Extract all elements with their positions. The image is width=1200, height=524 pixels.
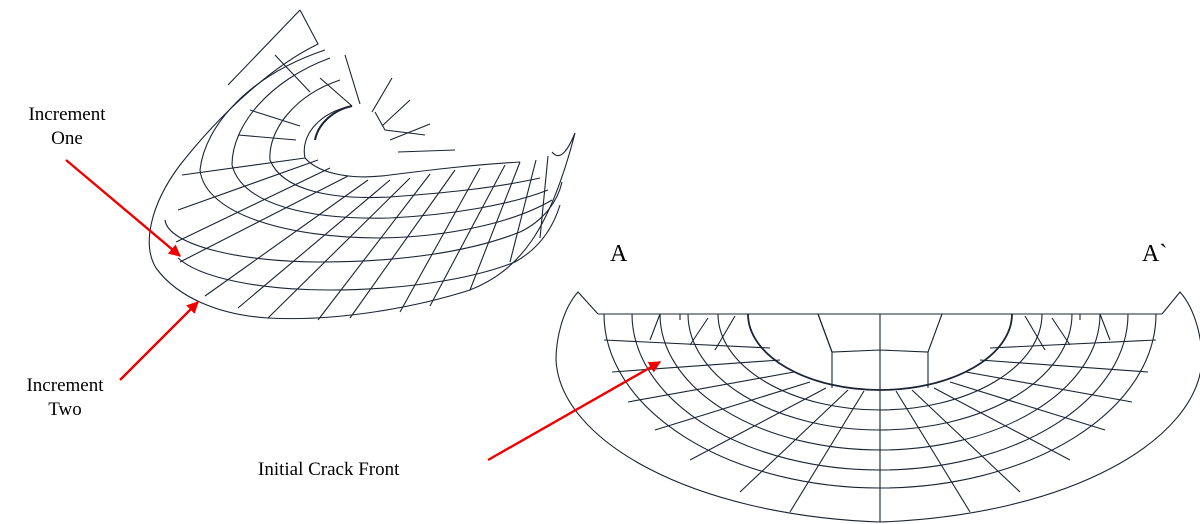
label-increment-one-line2: One: [51, 128, 83, 149]
perspective-top-edge: [227, 9, 301, 86]
planar-radials: [603, 313, 1157, 513]
label-increment-two-line1: Increment: [26, 375, 104, 396]
label-increment-one-line1: Increment: [28, 104, 106, 125]
planar-outer-boundary: [555, 359, 1200, 523]
perspective-ring-6: [177, 204, 561, 291]
planar-right-tab: [1161, 291, 1200, 343]
label-increment-one: Increment One: [8, 103, 126, 151]
label-section-end: A`: [1142, 241, 1168, 267]
perspective-ring-3: [231, 57, 549, 219]
perspective-outer-boundary: [148, 9, 576, 320]
pointer-arrows: [65, 159, 662, 462]
label-initial-crack-front: Initial Crack Front: [258, 459, 400, 480]
perspective-ring-5: [164, 181, 563, 263]
perspective-radials: [175, 54, 549, 321]
perspective-mesh: [148, 9, 576, 321]
arrow-increment-one: [65, 159, 181, 257]
perspective-ring-1: [303, 105, 521, 178]
arrow-initial-crack-front: [487, 360, 662, 462]
perspective-notch: [374, 111, 426, 136]
planar-radials-upper: [649, 313, 1111, 351]
label-increment-two: Increment Two: [6, 374, 124, 422]
perspective-ring-2: [269, 79, 541, 199]
planar-left-tab: [555, 291, 599, 361]
label-increment-two-line2: Two: [48, 399, 82, 420]
perspective-ring-4: [199, 49, 553, 239]
arrow-increment-two: [119, 301, 199, 381]
planar-inner-block: [817, 313, 943, 522]
label-section-start: A: [610, 241, 628, 267]
planar-mesh: [555, 291, 1200, 523]
perspective-crack-front: [314, 105, 353, 141]
